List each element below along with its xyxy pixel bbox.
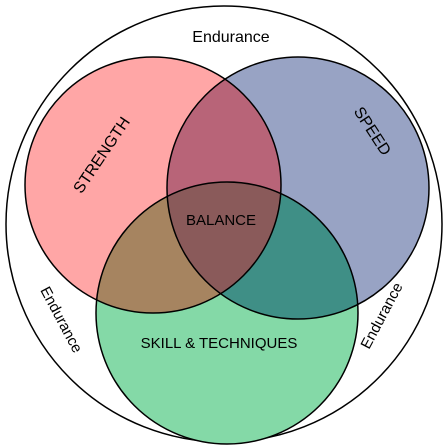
- strength-skill-overlap: [96, 182, 281, 313]
- strength-outline: [24, 56, 282, 314]
- balance-label: BALANCE: [186, 212, 256, 229]
- skill-label: SKILL & TECHNIQUES: [141, 335, 298, 352]
- skill-outline: [95, 181, 359, 445]
- endurance-label-top: Endurance: [192, 29, 269, 46]
- speed-outline: [166, 56, 430, 320]
